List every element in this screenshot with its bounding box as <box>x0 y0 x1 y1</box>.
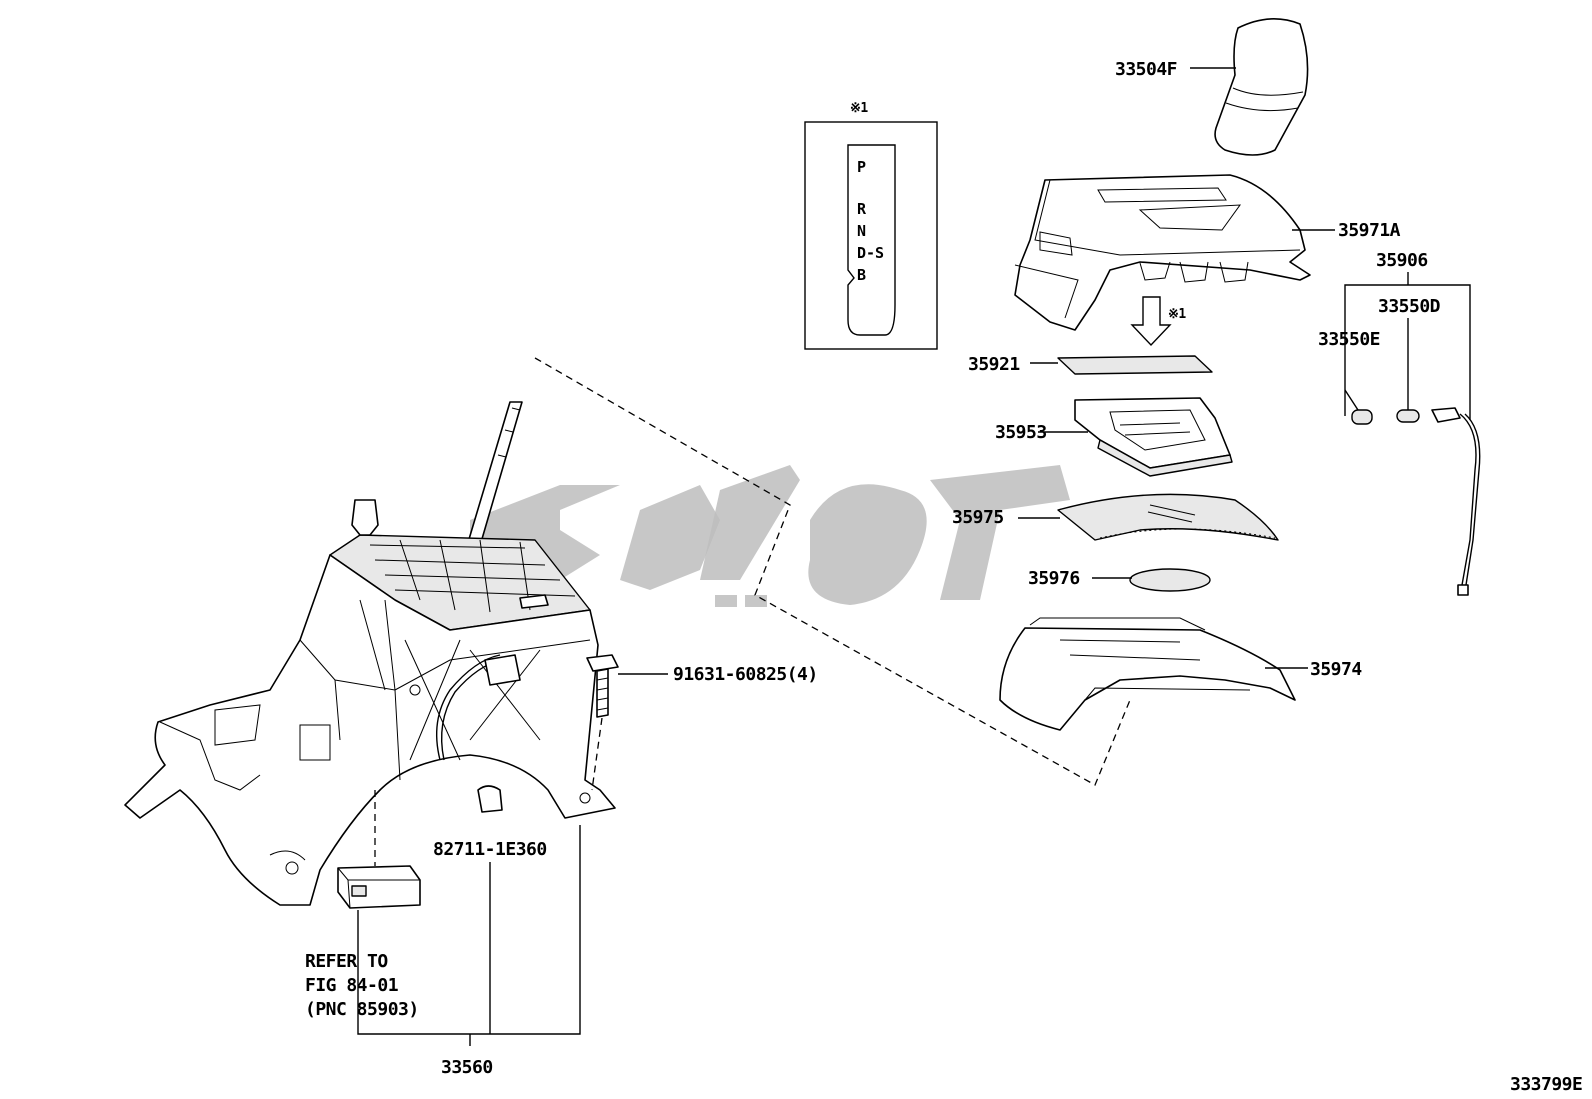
position-n: N <box>857 222 866 240</box>
position-d-s: D-S <box>857 244 884 262</box>
indicator-plate: 35921 <box>968 354 1213 375</box>
label-33504f: 33504F <box>1115 59 1177 80</box>
upper-slide-cover: 35975 <box>952 493 1279 541</box>
refer-line-2: FIG 84-01 <box>305 975 398 996</box>
refer-line-3: (PNC 85903) <box>305 999 419 1020</box>
label-91631-60825: 91631-60825(4) <box>673 664 818 685</box>
label-35975: 35975 <box>952 507 1004 528</box>
label-35953: 35953 <box>995 422 1047 443</box>
refer-line-1: REFER TO <box>305 951 388 972</box>
slide-disc: 35976 <box>1028 568 1211 592</box>
bulb-assembly: 35906 33550D 33550E <box>1318 250 1481 596</box>
label-35971a: 35971A <box>1338 220 1401 241</box>
assembly-bracket: 33560 <box>357 825 581 1078</box>
refer-note: REFER TO FIG 84-01 (PNC 85903) <box>305 951 419 1020</box>
lower-slide-cover: 35974 <box>999 617 1363 731</box>
wire-clip: 82711-1E360 <box>433 785 547 860</box>
label-33550d: 33550D <box>1378 296 1441 317</box>
position-b: B <box>857 266 866 284</box>
exploded-view-outline <box>534 357 1131 786</box>
selector-indicator-box: ※1 P R N D-S B <box>804 101 938 350</box>
position-r: R <box>857 200 867 218</box>
label-33550e: 33550E <box>1318 329 1380 350</box>
label-35906: 35906 <box>1376 250 1428 271</box>
label-35921: 35921 <box>968 354 1020 375</box>
label-35976: 35976 <box>1028 568 1080 589</box>
note-mark-1: ※1 <box>850 101 868 116</box>
figure-id: 333799E <box>1510 1074 1582 1095</box>
control-module <box>337 790 421 909</box>
label-82711-1e360: 82711-1E360 <box>433 839 547 860</box>
shift-knob: 33504F <box>1115 18 1309 156</box>
label-33560: 33560 <box>441 1057 493 1078</box>
indicator-board: 35953 <box>995 397 1233 477</box>
bolt: 91631-60825(4) <box>586 654 818 791</box>
shift-housing: 35971A <box>1014 174 1401 331</box>
position-p: P <box>857 158 866 176</box>
label-35974: 35974 <box>1310 659 1362 680</box>
note-mark-2: ※1 <box>1168 307 1186 322</box>
watermark-logo <box>470 465 1070 607</box>
shift-lever-assembly <box>124 401 616 906</box>
install-arrow: ※1 <box>1130 296 1187 347</box>
